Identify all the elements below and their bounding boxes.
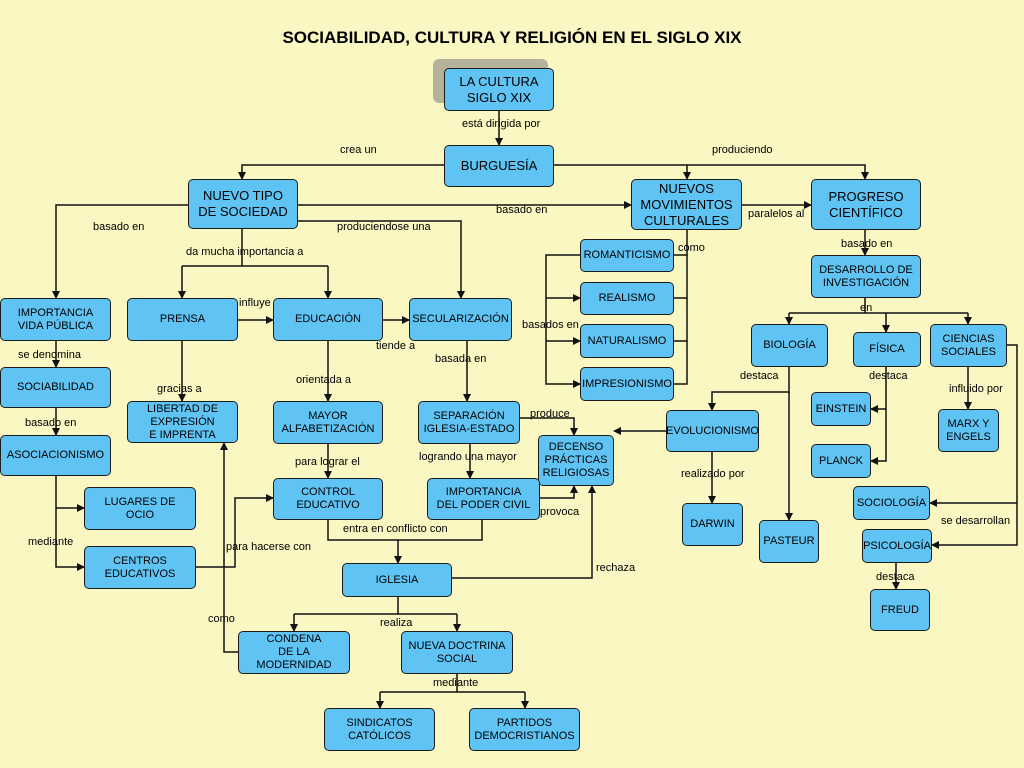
node-darwin[interactable]: DARWIN (682, 503, 743, 546)
link-label-dirigida: está dirigida por (462, 118, 541, 130)
node-secularizacion[interactable]: SECULARIZACIÓN (409, 298, 512, 341)
link-label-mediante-left: mediante (28, 536, 74, 548)
link-label-crea-un: crea un (340, 144, 377, 156)
node-sindicatos-catolicos[interactable]: SINDICATOS CATÓLICOS (324, 708, 435, 751)
node-freud[interactable]: FREUD (870, 589, 930, 631)
link-label-destaca-biologia: destaca (740, 370, 779, 382)
link-label-destaca-psicologia: destaca (876, 571, 915, 583)
node-control-educativo[interactable]: CONTROL EDUCATIVO (273, 478, 383, 520)
node-burguesia[interactable]: BURGUESÍA (444, 145, 554, 187)
node-progreso-cientifico[interactable]: PROGRESO CIENTÍFICO (811, 179, 921, 230)
node-fisica[interactable]: FÍSICA (853, 332, 921, 367)
node-libertad-expresion[interactable]: LIBERTAD DE EXPRESIÓN E IMPRENTA (127, 401, 238, 443)
link-label-basado-en-progreso: basado en (841, 238, 893, 250)
node-lugares-ocio[interactable]: LUGARES DE OCIO (84, 487, 196, 530)
link-label-da-importancia: da mucha importancia a (186, 246, 304, 258)
node-nueva-doctrina-social[interactable]: NUEVA DOCTRINA SOCIAL (401, 631, 513, 674)
link-label-realiza: realiza (380, 617, 413, 629)
node-decenso-practicas[interactable]: DECENSO PRÁCTICAS RELIGIOSAS (538, 435, 614, 486)
link-label-para-lograr: para lograr el (295, 456, 360, 468)
link-label-orientada-a: orientada a (296, 374, 352, 386)
node-nuevo-tipo-sociedad[interactable]: NUEVO TIPO DE SOCIEDAD (188, 179, 298, 229)
page-title: SOCIABILIDAD, CULTURA Y RELIGIÓN EN EL S… (282, 28, 742, 47)
link-label-gracias-a: gracias a (157, 383, 202, 395)
node-romanticismo[interactable]: ROMANTICISMO (580, 239, 674, 272)
node-sociologia[interactable]: SOCIOLOGÍA (853, 486, 930, 520)
node-realismo[interactable]: REALISMO (580, 282, 674, 315)
link-label-entra-conflicto: entra en conflicto con (343, 523, 448, 535)
node-nuevos-movimientos[interactable]: NUEVOS MOVIMIENTOS CULTURALES (631, 179, 742, 230)
node-importancia-vida-publica[interactable]: IMPORTANCIA VIDA PÚBLICA (0, 298, 111, 341)
node-einstein[interactable]: EINSTEIN (811, 392, 871, 426)
link-label-logrando: logrando una mayor (419, 451, 517, 463)
link-label-destaca-fisica: destaca (869, 370, 908, 382)
node-condena-modernidad[interactable]: CONDENA DE LA MODERNIDAD (238, 631, 350, 674)
node-naturalismo[interactable]: NATURALISMO (580, 324, 674, 358)
node-sociabilidad[interactable]: SOCIABILIDAD (0, 367, 111, 408)
node-marx-engels[interactable]: MARX Y ENGELS (938, 409, 999, 452)
link-label-como-condena: como (208, 613, 235, 625)
link-label-mediante-bottom: mediante (433, 677, 479, 689)
link-label-influido-por: influido por (949, 383, 1003, 395)
node-desarrollo-investigacion[interactable]: DESARROLLO DE INVESTIGACIÓN (811, 255, 921, 298)
node-educacion[interactable]: EDUCACIÓN (273, 298, 383, 341)
link-label-se-desarrollan: se desarrollan (941, 515, 1011, 527)
link-label-produce: produce (530, 408, 570, 420)
link-label-produciendo: produciendo (712, 144, 773, 156)
link-label-para-hacerse: para hacerse con (226, 541, 311, 553)
link-label-como-movimientos: como (678, 242, 705, 254)
node-partidos-democristianos[interactable]: PARTIDOS DEMOCRISTIANOS (469, 708, 580, 751)
node-centros-educativos[interactable]: CENTROS EDUCATIVOS (84, 546, 196, 589)
node-ciencias-sociales[interactable]: CIENCIAS SOCIALES (930, 324, 1007, 367)
link-label-basados-en: basados en (522, 319, 579, 331)
node-pasteur[interactable]: PASTEUR (759, 520, 819, 563)
link-label-en: en (860, 302, 873, 314)
link-label-rechaza: rechaza (596, 562, 636, 574)
link-label-provoca: provoca (540, 506, 580, 518)
node-biologia[interactable]: BIOLOGÍA (751, 324, 828, 367)
node-cultura-siglo-xix[interactable]: LA CULTURA SIGLO XIX (444, 68, 554, 111)
node-asociacionismo[interactable]: ASOCIACIONISMO (0, 435, 111, 476)
link-label-produciendose: produciendose una (337, 221, 431, 233)
node-prensa[interactable]: PRENSA (127, 298, 238, 341)
link-label-basado-en-mid: basado en (496, 204, 548, 216)
link-label-basada-en: basada en (435, 353, 487, 365)
node-mayor-alfabetizacion[interactable]: MAYOR ALFABETIZACIÓN (273, 401, 383, 444)
link-label-paralelos-al: paralelos al (748, 208, 805, 220)
node-separacion-iglesia-estado[interactable]: SEPARACIÓN IGLESIA-ESTADO (418, 401, 520, 444)
link-label-se-denomina: se denomina (18, 349, 81, 361)
node-psicologia[interactable]: PSICOLOGÍA (862, 529, 932, 563)
link-label-realizado-por: realizado por (681, 468, 745, 480)
link-label-basado-en-sociabilidad: basado en (25, 417, 77, 429)
node-iglesia[interactable]: IGLESIA (342, 563, 452, 597)
link-label-influye: influye (239, 297, 271, 309)
node-evolucionismo[interactable]: EVOLUCIONISMO (666, 410, 759, 452)
node-impresionismo[interactable]: IMPRESIONISMO (580, 367, 674, 401)
node-planck[interactable]: PLANCK (811, 444, 871, 478)
node-importancia-poder-civil[interactable]: IMPORTANCIA DEL PODER CIVIL (427, 478, 540, 520)
link-label-basado-en-left: basado en (93, 221, 145, 233)
link-label-tiende-a: tiende a (376, 340, 416, 352)
